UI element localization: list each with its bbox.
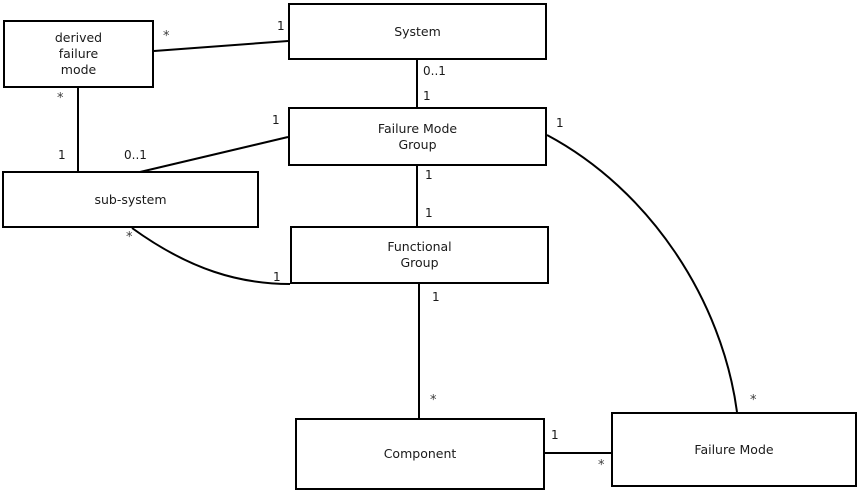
multiplicity-component-to-failure-mode: 1 [551,428,559,442]
edge-failure-mode-group-to-failure-mode [546,134,738,413]
multiplicity-failure-mode-group-to-sub-system: 1 [272,113,280,127]
class-box-component[interactable]: Component [295,418,545,490]
multiplicity-functional-group-to-failure-mode-group: 1 [425,206,433,220]
class-box-sub-system[interactable]: sub-system [2,171,259,228]
multiplicity-derived-failure-mode-to-system: * [163,29,170,44]
class-label-component: Component [383,446,457,461]
edge-sub-system-to-functional-group [131,227,291,285]
class-label-sub-system: sub-system [94,191,167,207]
class-box-failure-mode-group[interactable]: Failure Mode Group [288,107,547,166]
class-label-failure-mode: Failure Mode [694,441,774,457]
multiplicity-component-to-functional-group: * [430,393,437,408]
edge-derived-failure-mode-to-system [153,40,289,52]
multiplicity-sub-system-to-derived-failure-mode: 1 [58,148,66,162]
class-label-derived-failure-mode: derived failure mode [54,30,103,77]
edge-sub-system-to-failure-mode-group [139,136,289,173]
class-label-system: System [394,23,441,39]
multiplicity-derived-failure-mode-to-sub-system: * [57,91,64,106]
multiplicity-functional-group-to-sub-system: 1 [273,270,281,284]
multiplicity-functional-group-to-component: 1 [432,290,440,304]
multiplicity-system-to-failure-mode-group: 0..1 [423,64,446,78]
multiplicity-sub-system-to-functional-group: * [126,230,133,245]
class-box-failure-mode[interactable]: Failure Mode [611,412,857,487]
multiplicity-sub-system-to-failure-mode-group: 0..1 [124,148,147,162]
multiplicity-failure-mode-group-to-system: 1 [423,89,431,103]
multiplicity-failure-mode-to-failure-mode-group: * [750,393,757,408]
class-label-failure-mode-group: Failure Mode Group [377,120,458,152]
class-box-system[interactable]: System [288,3,547,60]
multiplicity-failure-mode-group-to-functional-group: 1 [425,168,433,182]
multiplicity-system-to-derived-failure-mode: 1 [277,19,285,33]
multiplicity-failure-mode-to-component: * [598,458,605,473]
class-label-functional-group: Functional Group [387,239,452,270]
class-box-derived-failure-mode[interactable]: derived failure mode [3,20,154,88]
multiplicity-failure-mode-group-to-failure-mode: 1 [556,116,564,130]
class-box-functional-group[interactable]: Functional Group [290,226,549,284]
